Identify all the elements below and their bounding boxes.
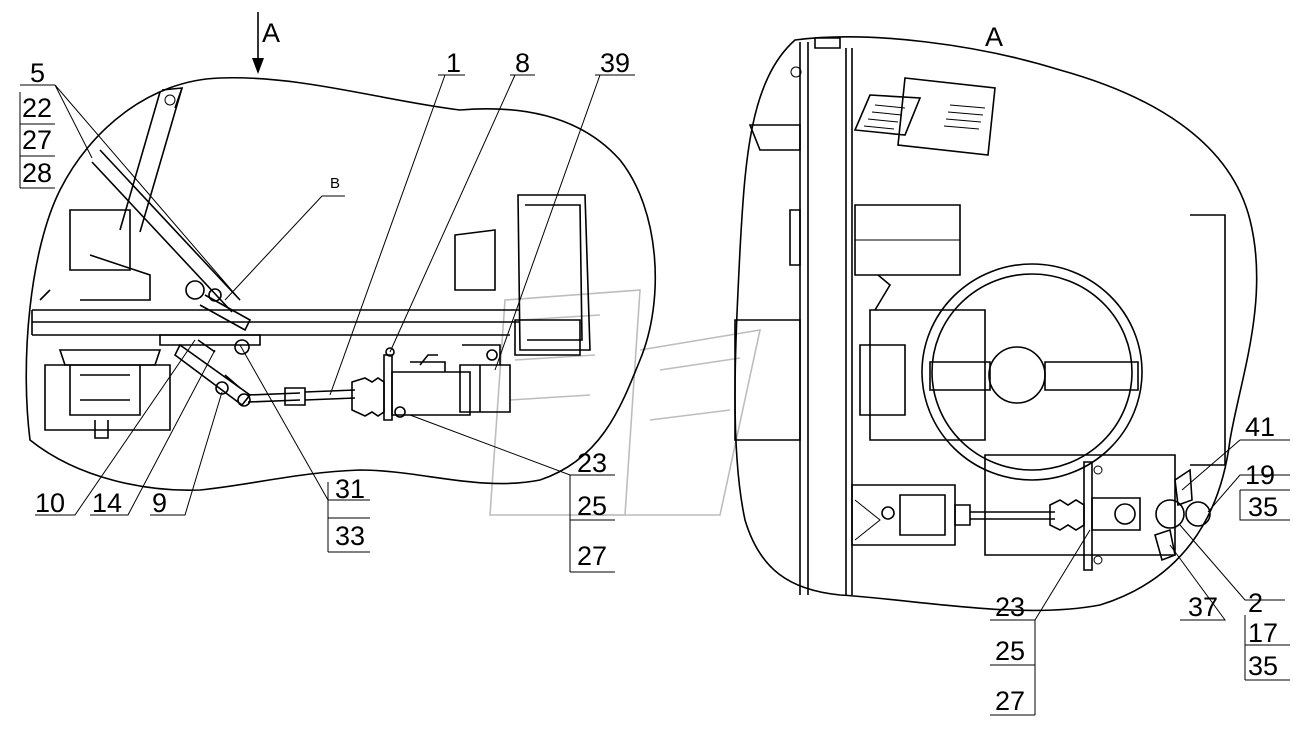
right-panel — [984, 214, 1226, 556]
view-label-a: A — [985, 22, 1003, 52]
callout-19: 19 — [1245, 460, 1275, 490]
callout-5: 5 — [30, 58, 45, 88]
right-view-boundary — [734, 36, 1258, 612]
frame-beam — [31, 289, 520, 346]
master-cylinder — [383, 344, 511, 421]
clutch-linkage — [851, 461, 1211, 571]
callout-31: 31 — [335, 474, 365, 504]
cab-pillar — [734, 37, 853, 595]
left-callout-boxes — [19, 92, 615, 573]
callout-2: 2 — [1248, 588, 1263, 618]
callout-14: 14 — [92, 488, 122, 518]
transmission-housing — [44, 349, 171, 439]
console-box — [854, 204, 961, 276]
cab-outline — [454, 194, 591, 356]
callout-9: 9 — [152, 488, 167, 518]
steering-wheel — [859, 263, 1143, 481]
right-view: A 41 19 35 37 2 17 35 23 25 27 — [734, 22, 1290, 716]
callout-8: 8 — [515, 48, 530, 78]
detail-label-b: B — [330, 175, 340, 192]
view-direction-arrow — [252, 12, 264, 74]
detail-b-leader — [224, 195, 345, 301]
push-rod — [247, 377, 385, 417]
callout-37: 37 — [1188, 592, 1218, 622]
left-leaders — [20, 74, 635, 516]
callout-39: 39 — [600, 48, 630, 78]
callout-23: 23 — [577, 448, 607, 478]
watermark-logo — [489, 289, 762, 516]
callout-1: 1 — [446, 48, 461, 78]
callout-25: 25 — [577, 491, 607, 521]
callout-27-right: 27 — [995, 686, 1025, 716]
pivot-linkage — [173, 280, 252, 407]
callout-35-lower: 35 — [1248, 651, 1278, 681]
instrument-grille — [853, 77, 996, 156]
callout-22: 22 — [22, 93, 52, 123]
callout-27: 27 — [22, 125, 52, 155]
callout-28: 28 — [22, 158, 52, 188]
arrow-label-a: A — [262, 18, 280, 48]
callout-33: 33 — [335, 521, 365, 551]
callout-10: 10 — [35, 488, 65, 518]
callout-23-right: 23 — [995, 592, 1025, 622]
right-callout-boxes — [990, 489, 1290, 716]
pedal-frame — [69, 87, 241, 313]
left-view: A B 5 22 27 28 1 8 39 10 14 9 31 33 23 2… — [19, 12, 657, 573]
callout-35-upper: 35 — [1248, 492, 1278, 522]
callout-27-lower: 27 — [577, 541, 607, 571]
callout-25-right: 25 — [995, 636, 1025, 666]
callout-17: 17 — [1248, 618, 1278, 648]
left-view-boundary — [25, 76, 657, 492]
callout-41: 41 — [1245, 412, 1275, 442]
